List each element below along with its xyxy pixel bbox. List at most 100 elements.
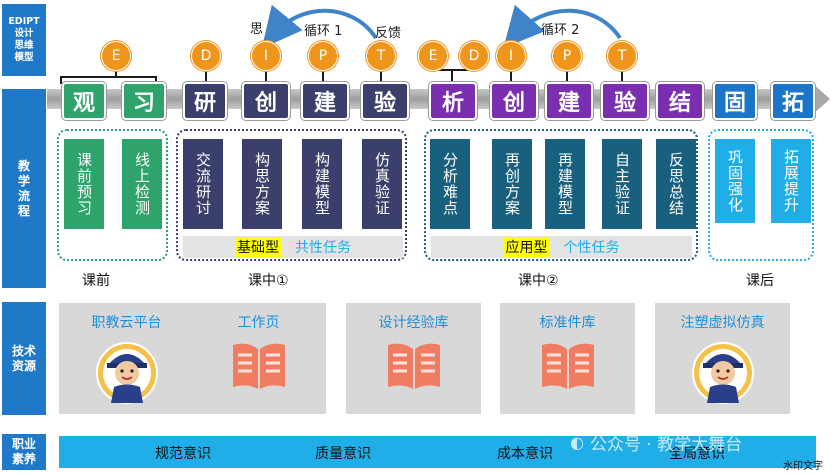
sidebar-edipt-model: EDIPT 设计 思维 模型 (2, 4, 46, 76)
book-icon (388, 343, 440, 389)
connector-e1-r (155, 76, 157, 84)
loop-think-label: 思 (250, 22, 264, 37)
step-consolidate: 固 (713, 82, 757, 120)
step-verify1: 验 (361, 82, 409, 120)
watermark-corner: 水印文字 (783, 461, 823, 472)
applied-type-label: 应用型 (503, 237, 550, 257)
step-create2: 创 (490, 82, 538, 120)
process-arrowhead (812, 83, 830, 115)
card-online-test: 线上检测 (122, 139, 162, 229)
phase-after: 课后 (746, 273, 774, 289)
resource-tile-standard-parts[interactable]: 标准件库 (500, 303, 635, 414)
connector-e1-h (60, 76, 157, 78)
step-practice: 习 (122, 82, 166, 120)
frame-in-class-2 (424, 129, 698, 261)
sidebar-tech-resources: 技术 资源 (2, 302, 46, 415)
card-reflect: 反思总结 (656, 139, 696, 229)
sidebar-edipt-label: EDIPT 设计 思维 模型 (8, 16, 40, 63)
basic-type-label: 基础型 (235, 237, 281, 257)
sidebar-teaching-process: 教 学 流 程 (2, 89, 46, 288)
edipt-circle-d2: D (459, 41, 489, 71)
edipt-circle-i1: I (251, 41, 281, 71)
wechat-icon: ◐ (570, 433, 584, 452)
connector-e1-v (115, 70, 117, 77)
step-build2: 建 (545, 82, 593, 120)
step-verify2: 验 (601, 82, 649, 120)
connector-ed2-v (451, 70, 453, 82)
card-preview: 课前预习 (64, 139, 104, 229)
frame-after-class (708, 129, 814, 261)
loop1-label: 循环 1 (304, 24, 343, 39)
connector-t2 (621, 70, 623, 84)
loop-feedback-label: 反馈 (375, 26, 402, 41)
frame-before-class (57, 129, 168, 261)
watermark-text: 公众号 · 教学大舞台 (589, 435, 743, 455)
resource-title: 工作页 (237, 315, 280, 331)
connector-e1-l (60, 76, 62, 84)
resource-tile-cloud-platform[interactable]: 职教云平台 (59, 303, 194, 414)
resource-title: 注塑虚拟仿真 (680, 315, 765, 331)
resource-tile-workbook[interactable]: 工作页 (191, 303, 326, 414)
edipt-circle-p1: P (308, 41, 338, 71)
tagline-applied: 应用型 个性任务 (431, 236, 692, 258)
edipt-circle-e1: E (101, 41, 131, 71)
quality-global: 全局意识 (669, 446, 725, 462)
tagline-basic: 基础型 共性任务 (183, 236, 403, 258)
book-icon (542, 343, 594, 389)
connector-i1 (265, 70, 267, 84)
edipt-circle-d1: D (191, 41, 221, 71)
edipt-circle-p2: P (552, 41, 582, 71)
mascot-icon (96, 342, 158, 404)
phase-in2: 课中② (518, 273, 559, 289)
book-icon (233, 343, 285, 389)
card-expand: 拓展提升 (771, 139, 811, 223)
resource-tile-injection-sim[interactable]: 注塑虚拟仿真 (655, 303, 790, 414)
connector-t1 (380, 70, 382, 84)
loop1-arrow (261, 4, 378, 49)
quality-cost: 成本意识 (497, 446, 553, 462)
card-design-plan: 构思方案 (242, 139, 282, 229)
resource-title: 设计经验库 (378, 315, 449, 331)
resource-title: 标准件库 (539, 315, 596, 331)
sidebar-career-literacy: 职业 素养 (2, 434, 46, 470)
resource-title: 职教云平台 (91, 315, 162, 331)
card-self-verify: 自主验证 (602, 139, 642, 229)
card-analyze-difficulty: 分析难点 (430, 139, 470, 229)
card-simulate: 仿真验证 (362, 139, 402, 229)
sidebar-tech-label: 技术 资源 (11, 343, 36, 373)
career-literacy-bar (59, 436, 816, 468)
sidebar-career-label: 职业 素养 (11, 437, 36, 466)
resource-tile-design-library[interactable]: 设计经验库 (346, 303, 481, 414)
edipt-circle-t2: T (607, 41, 637, 71)
edipt-circle-i2: I (496, 41, 526, 71)
loop2-label: 循环 2 (541, 23, 580, 38)
connector-i2 (510, 70, 512, 84)
card-discussion: 交流研讨 (183, 139, 223, 229)
edipt-circle-t1: T (366, 41, 396, 71)
card-consolidate: 巩固强化 (715, 139, 755, 223)
step-build1: 建 (301, 82, 349, 120)
loop2-arrow (503, 4, 622, 48)
basic-task-label: 共性任务 (295, 240, 351, 256)
watermark: ◐ 公众号 · 教学大舞台 (570, 430, 742, 455)
phase-before: 课前 (82, 273, 110, 289)
step-create1: 创 (242, 82, 290, 120)
quality-norms: 规范意识 (155, 446, 211, 462)
mascot-icon (692, 342, 754, 404)
card-recreate-plan: 再创方案 (492, 139, 532, 229)
phase-in1: 课中① (248, 273, 289, 289)
quality-quality: 质量意识 (315, 446, 371, 462)
sidebar-teaching-label: 教 学 流 程 (17, 158, 30, 218)
edipt-circle-e2: E (418, 41, 448, 71)
connector-ed2-h (432, 69, 474, 71)
step-expand: 拓 (771, 82, 815, 120)
connector-d1 (205, 70, 207, 84)
step-observe: 观 (62, 82, 106, 120)
connector-p1 (322, 70, 324, 84)
step-analyze: 析 (429, 82, 477, 120)
connector-p2 (566, 70, 568, 84)
card-build-model: 构建模型 (302, 139, 342, 229)
applied-task-label: 个性任务 (563, 240, 620, 256)
loop-arrows (261, 4, 622, 49)
card-rebuild-model: 再建模型 (545, 139, 585, 229)
